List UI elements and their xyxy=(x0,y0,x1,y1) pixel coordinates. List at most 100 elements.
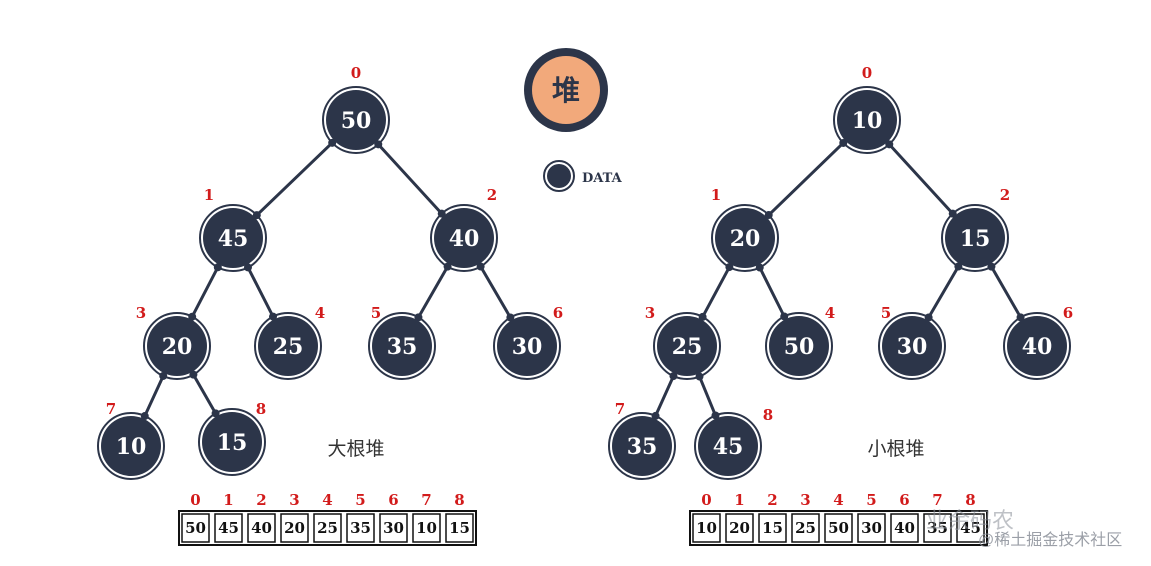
node-ring xyxy=(199,204,267,272)
node-ring xyxy=(878,312,946,380)
array-index: 1 xyxy=(734,491,744,509)
array-cell-value: 30 xyxy=(383,519,404,537)
tree-node: 254 xyxy=(254,304,325,380)
tree-node: 306 xyxy=(493,304,563,380)
tree-node: 40 2 xyxy=(430,186,498,272)
node-circle xyxy=(837,90,897,150)
array-cell xyxy=(758,513,787,543)
node-circle xyxy=(612,416,672,476)
array-cell xyxy=(280,513,309,543)
node-ring xyxy=(368,312,436,380)
node-value: 45 xyxy=(218,226,249,252)
tree-node: 504 xyxy=(765,304,835,380)
array-cell xyxy=(923,513,952,543)
node-value: 15 xyxy=(960,226,991,252)
array-cell-value: 30 xyxy=(861,519,882,537)
title-fill xyxy=(532,56,600,124)
node-circle xyxy=(497,316,557,376)
tree-node: 107 xyxy=(97,400,165,480)
array-cell xyxy=(181,513,210,543)
node-index: 5 xyxy=(881,304,891,322)
node-value: 30 xyxy=(897,334,928,360)
array-index: 4 xyxy=(833,491,843,509)
node-value: 45 xyxy=(713,434,744,460)
node-index: 1 xyxy=(204,186,214,204)
node-value: 20 xyxy=(162,334,193,360)
array-cell xyxy=(692,513,721,543)
tree-edge xyxy=(479,265,512,319)
node-index: 8 xyxy=(763,406,773,424)
heap-title-badge: 堆 xyxy=(524,48,608,132)
tree-edge xyxy=(143,375,165,417)
array-cell xyxy=(379,513,408,543)
node-circle xyxy=(434,208,494,268)
array-cell-value: 40 xyxy=(894,519,915,537)
node-circle xyxy=(1007,316,1067,376)
array-index: 7 xyxy=(421,491,431,509)
array-index: 2 xyxy=(767,491,777,509)
max-heap: 500451402203254355306107158大根堆5004514022… xyxy=(97,64,563,546)
tree-edge xyxy=(417,265,449,319)
heaps: 500451402203254355306107158大根堆5004514022… xyxy=(97,64,1073,546)
array-index: 6 xyxy=(899,491,909,509)
heap-caption: 小根堆 xyxy=(867,438,924,460)
node-index: 1 xyxy=(711,186,721,204)
array-index: 0 xyxy=(190,491,200,509)
tree-edge xyxy=(246,266,275,318)
array-cell xyxy=(725,513,754,543)
node-ring xyxy=(653,312,721,380)
node-value: 35 xyxy=(387,334,418,360)
array-index: 5 xyxy=(866,491,876,509)
tree-edge xyxy=(192,373,217,415)
node-value: 10 xyxy=(852,108,883,134)
legend-node-ring xyxy=(543,160,575,192)
node-ring xyxy=(711,204,779,272)
legend-label: DATA xyxy=(582,171,623,186)
tree-edge xyxy=(927,265,960,319)
tree-edge xyxy=(758,266,786,318)
node-circle xyxy=(657,316,717,376)
tree-edge xyxy=(698,375,717,417)
node-index: 0 xyxy=(351,64,361,82)
array-cell xyxy=(824,513,853,543)
node-index: 3 xyxy=(136,304,146,322)
legend-node-icon xyxy=(547,164,571,188)
array-cell-value: 35 xyxy=(927,519,948,537)
node-ring xyxy=(143,312,211,380)
node-value: 30 xyxy=(512,334,543,360)
node-index: 6 xyxy=(1063,304,1073,322)
node-value: 50 xyxy=(784,334,815,360)
node-circle xyxy=(715,208,775,268)
node-ring xyxy=(941,204,1009,272)
tree-edge xyxy=(255,141,334,217)
array-cell xyxy=(791,513,820,543)
node-value: 40 xyxy=(449,226,480,252)
node-circle xyxy=(945,208,1005,268)
tree-node: 45 8 xyxy=(694,406,773,480)
node-circle xyxy=(698,416,758,476)
tree-node: 201 xyxy=(711,186,779,272)
node-index: 2 xyxy=(487,186,497,204)
tree-node: 35 5 xyxy=(368,304,436,380)
array-index: 8 xyxy=(454,491,464,509)
node-ring xyxy=(765,312,833,380)
node-value: 25 xyxy=(672,334,703,360)
tree-node: 45 1 xyxy=(199,186,267,272)
array-cell xyxy=(214,513,243,543)
node-circle xyxy=(769,316,829,376)
node-value: 15 xyxy=(217,430,248,456)
node-value: 10 xyxy=(116,434,147,460)
array-cell-value: 20 xyxy=(729,519,750,537)
node-ring xyxy=(254,312,322,380)
array-cell-value: 15 xyxy=(762,519,783,537)
node-index: 5 xyxy=(371,304,381,322)
min-heap: 100201152253504305406357458小根堆1002011522… xyxy=(608,64,1073,546)
array-cell-value: 15 xyxy=(449,519,470,537)
node-circle xyxy=(101,416,161,476)
array-cell xyxy=(956,513,985,543)
heap-caption: 大根堆 xyxy=(327,438,384,460)
node-ring xyxy=(608,412,676,480)
array-cell xyxy=(857,513,886,543)
